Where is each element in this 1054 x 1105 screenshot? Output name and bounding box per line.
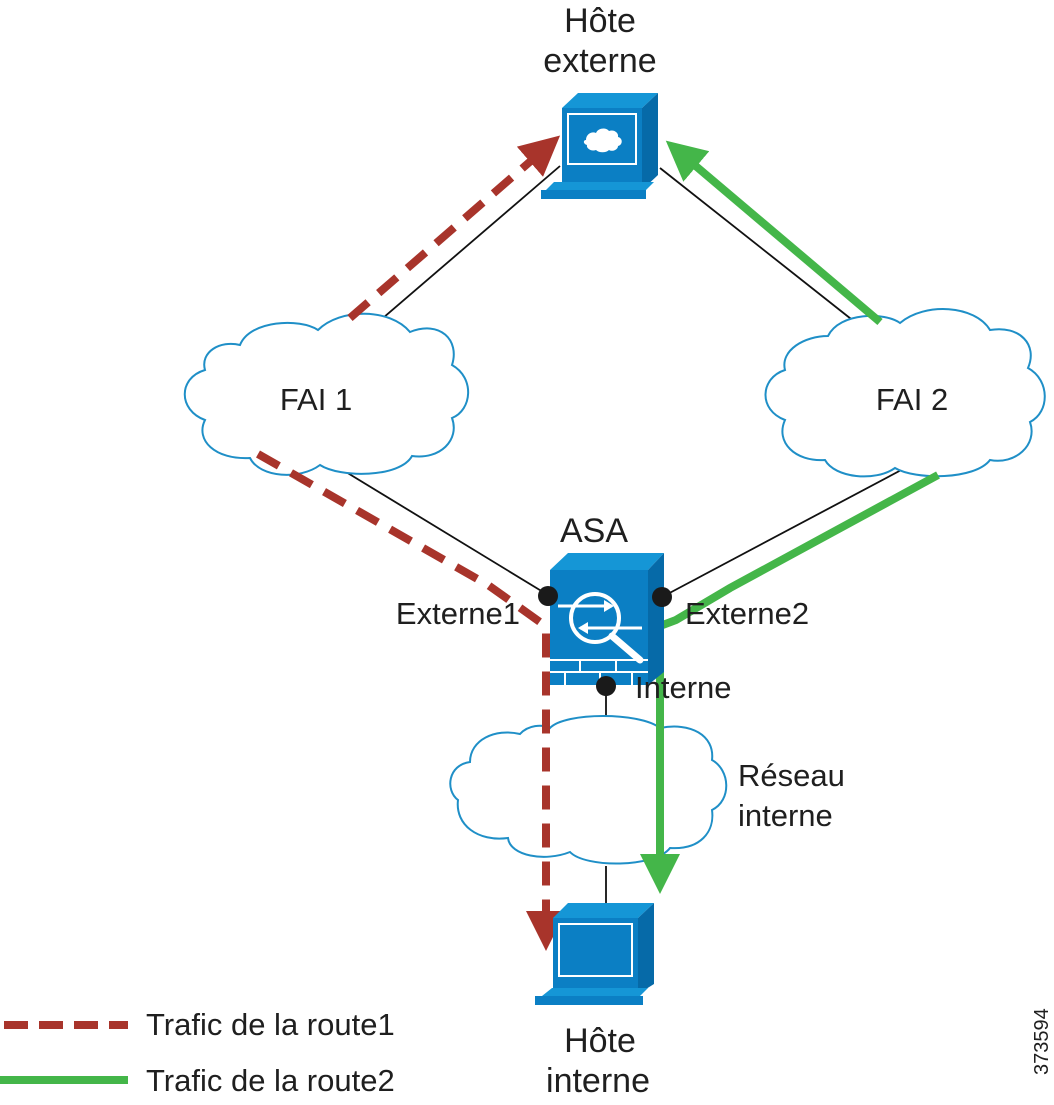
interface-outside1-label: Externe1 bbox=[396, 596, 520, 631]
route1-segment-isp1-to-inthost bbox=[256, 450, 566, 951]
asa-firewall-icon bbox=[550, 553, 664, 685]
route1-path bbox=[256, 135, 566, 951]
external-host-icon bbox=[541, 93, 658, 199]
link-isp2-asa bbox=[661, 467, 906, 598]
isp1-cloud: FAI 1 bbox=[183, 312, 470, 476]
internal-network-label-line2: interne bbox=[738, 798, 833, 833]
legend: Trafic de la route1 Trafic de la route2 bbox=[0, 1007, 395, 1098]
internal-host-label-line2: interne bbox=[546, 1062, 650, 1100]
interface-inside-label: Interne bbox=[635, 670, 732, 705]
route2-path bbox=[640, 140, 940, 894]
physical-links bbox=[345, 165, 906, 905]
route2-segment-isp2-to-inthost bbox=[640, 471, 940, 894]
legend-route1-label: Trafic de la route1 bbox=[146, 1007, 395, 1042]
legend-route2-label: Trafic de la route2 bbox=[146, 1063, 395, 1098]
link-isp1-asa bbox=[345, 471, 549, 596]
internal-host-label-line1: Hôte bbox=[564, 1022, 636, 1060]
route2-segment-isp2-to-exthost bbox=[665, 140, 883, 326]
interface-outside2-label: Externe2 bbox=[685, 596, 809, 631]
magnifier-icon bbox=[569, 592, 621, 644]
link-exthost-isp1 bbox=[375, 165, 561, 325]
isp2-cloud: FAI 2 bbox=[764, 308, 1046, 478]
isp1-label: FAI 1 bbox=[280, 382, 352, 417]
figure-id: 373594 bbox=[1031, 1008, 1053, 1075]
external-host-label-line1: Hôte bbox=[564, 2, 636, 40]
internet-cloud-icon bbox=[583, 128, 622, 153]
route1-segment-isp1-to-exthost bbox=[347, 135, 561, 322]
internal-network-cloud bbox=[449, 715, 728, 865]
internal-network-label-line1: Réseau bbox=[738, 758, 845, 793]
link-exthost-isp2 bbox=[659, 167, 866, 331]
port-outside1 bbox=[538, 586, 558, 606]
port-outside2 bbox=[652, 587, 672, 607]
port-inside bbox=[596, 676, 616, 696]
external-host-label-line2: externe bbox=[543, 42, 656, 80]
asa-label: ASA bbox=[560, 512, 628, 550]
isp2-label: FAI 2 bbox=[876, 382, 948, 417]
internal-host-icon bbox=[535, 903, 654, 1005]
